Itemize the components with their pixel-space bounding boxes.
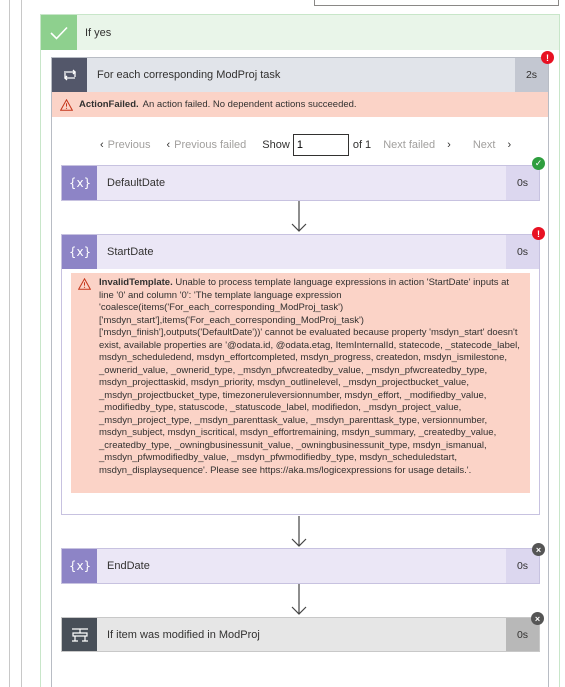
error-status-icon: ! <box>541 51 554 64</box>
action-start-date: {x} StartDate 0s InvalidTemplate. Unable… <box>61 234 540 515</box>
next-button[interactable]: Next › <box>473 139 519 151</box>
arrow-down-icon <box>291 516 307 547</box>
next-failed-label: Next failed <box>383 139 436 151</box>
check-icon <box>41 15 77 50</box>
next-failed-button[interactable]: Next failed › <box>383 139 459 151</box>
action-end-date: {x} EndDate 0s <box>61 548 540 584</box>
skipped-status-icon: × <box>531 612 544 625</box>
show-label: Show <box>262 139 290 151</box>
chevron-right-icon: › <box>507 139 512 151</box>
start-date-duration: 0s <box>506 235 539 269</box>
condition-title: If item was modified in ModProj <box>107 628 260 641</box>
foreach-loop: For each corresponding ModProj task 2s A… <box>51 57 549 687</box>
start-date-error-title: InvalidTemplate. <box>99 277 173 288</box>
warning-icon <box>78 278 91 290</box>
end-date-header[interactable]: {x} EndDate 0s <box>62 549 539 583</box>
canvas-guide-line <box>21 0 22 687</box>
foreach-error-title: ActionFailed. <box>79 99 139 110</box>
previous-label: Previous <box>107 139 151 151</box>
start-date-error-detail: InvalidTemplate. Unable to process templ… <box>71 273 530 493</box>
foreach-title: For each corresponding ModProj task <box>97 69 281 81</box>
arrow-down-icon <box>291 201 307 232</box>
previous-failed-button[interactable]: ‹Previous failed <box>166 139 254 151</box>
default-date-title: DefaultDate <box>107 177 166 189</box>
warning-icon <box>60 98 73 111</box>
variable-icon: {x} <box>62 549 97 583</box>
condition-icon <box>62 618 97 651</box>
variable-icon: {x} <box>62 235 97 269</box>
foreach-error-text: An action failed. No dependent actions s… <box>142 99 357 110</box>
previous-button[interactable]: ‹Previous <box>100 139 158 151</box>
chevron-right-icon: › <box>447 139 451 151</box>
success-status-icon: ✓ <box>532 157 545 170</box>
page-number-input[interactable] <box>292 134 349 156</box>
previous-card-edge <box>314 0 559 6</box>
chevron-left-icon: ‹ <box>166 139 171 151</box>
arrow-down-icon <box>291 584 307 615</box>
svg-text:{x}: {x} <box>70 559 90 573</box>
if-yes-header[interactable]: If yes <box>41 15 559 50</box>
start-date-header[interactable]: {x} StartDate 0s <box>62 235 539 269</box>
svg-text:{x}: {x} <box>70 176 90 190</box>
previous-failed-label: Previous failed <box>174 139 247 151</box>
default-date-duration: 0s <box>506 166 539 200</box>
chevron-left-icon: ‹ <box>100 139 104 151</box>
action-condition[interactable]: If item was modified in ModProj 0s <box>61 617 540 652</box>
loop-icon <box>52 58 87 92</box>
if-yes-label: If yes <box>85 27 112 39</box>
foreach-error-bar: ActionFailed. An action failed. No depen… <box>52 92 548 117</box>
foreach-header[interactable]: For each corresponding ModProj task 2s <box>52 58 548 92</box>
action-default-date: {x} DefaultDate 0s <box>61 165 540 201</box>
canvas-guide-line <box>9 0 10 687</box>
start-date-error-text: Unable to process template language expr… <box>99 277 520 476</box>
of-label: of 1 <box>352 139 372 151</box>
next-label: Next <box>472 139 496 151</box>
skipped-status-icon: × <box>532 543 545 556</box>
end-date-title: EndDate <box>107 560 150 572</box>
svg-text:{x}: {x} <box>70 245 90 259</box>
end-date-duration: 0s <box>506 549 539 583</box>
foreach-duration: 2s <box>515 58 548 92</box>
variable-icon: {x} <box>62 166 97 200</box>
start-date-title: StartDate <box>107 246 154 258</box>
iteration-pager: ‹Previous ‹Previous failed Show of 1 Nex… <box>100 134 527 156</box>
error-status-icon: ! <box>532 227 545 240</box>
default-date-header[interactable]: {x} DefaultDate 0s <box>62 166 539 200</box>
